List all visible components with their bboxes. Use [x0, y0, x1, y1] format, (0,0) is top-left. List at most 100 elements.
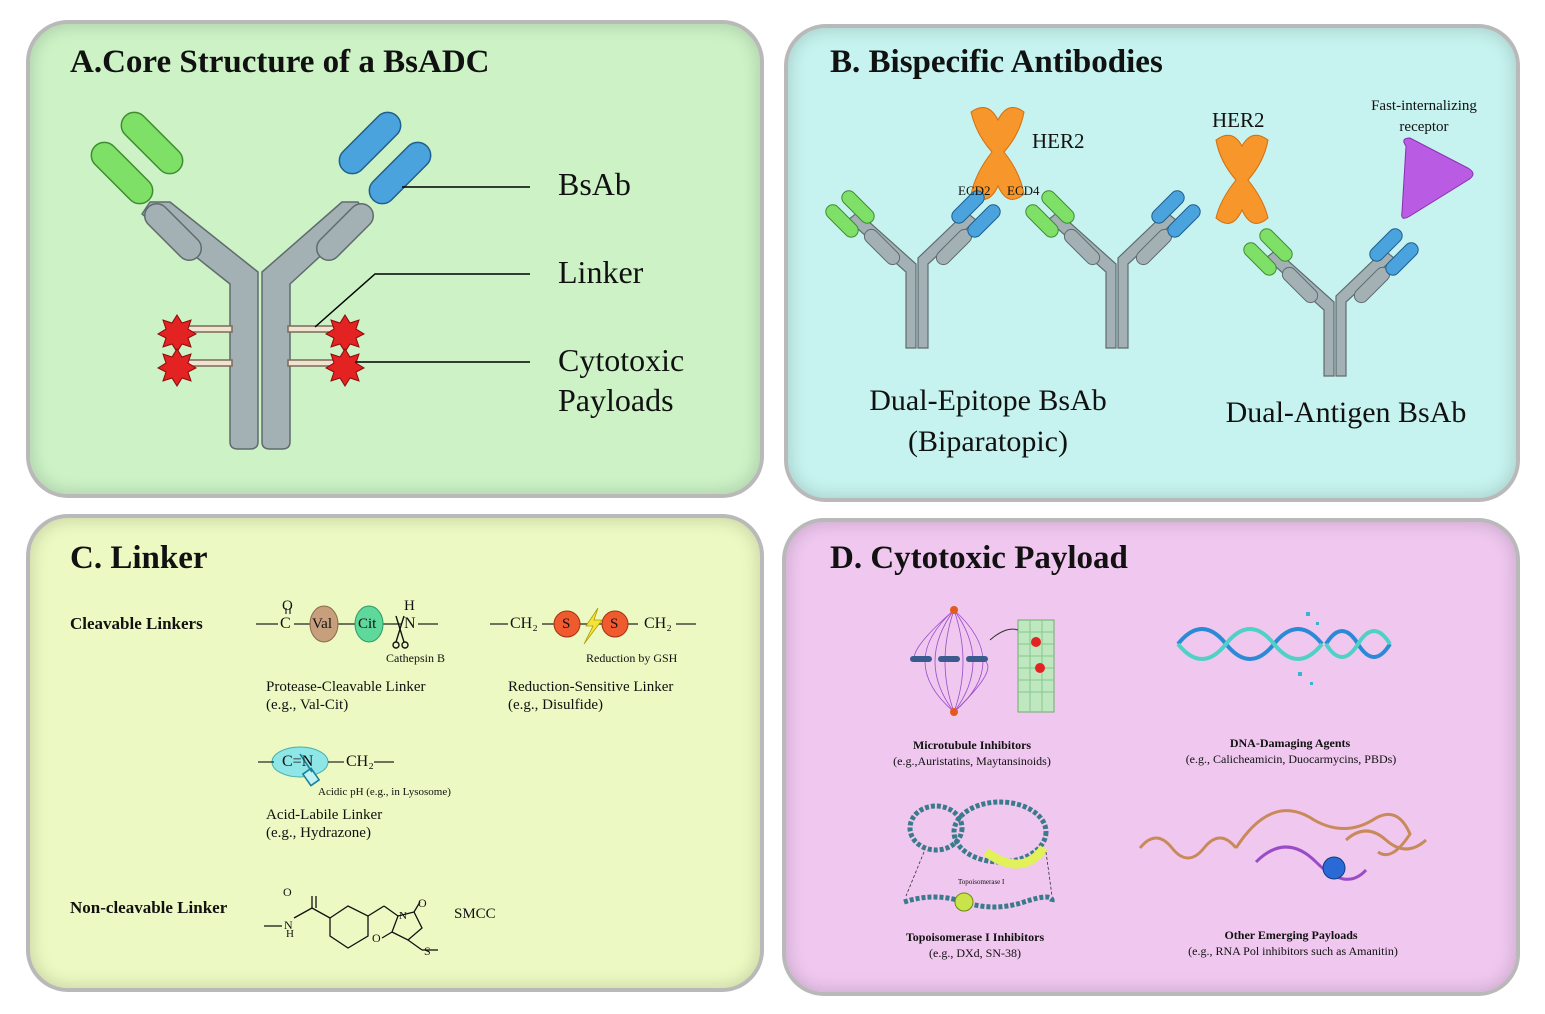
biparatopic-label: (Biparatopic)	[908, 425, 1068, 458]
reduction-linker-example: (e.g., Disulfide)	[508, 697, 603, 713]
smcc-n-ring: N	[399, 910, 407, 922]
left-heavy-chain	[141, 201, 259, 450]
payload-star	[324, 314, 366, 353]
sulfur-atom-2	[601, 610, 629, 638]
acidic-ph-label: Acidic pH (e.g., in Lysosome)	[318, 786, 451, 798]
receptor-label-line2: receptor	[1399, 119, 1449, 135]
her2-receptor-icon	[970, 107, 1025, 200]
panel-b-bispecific: B. Bispecific Antibodies	[784, 24, 1520, 502]
right-variable-heavy	[368, 141, 432, 205]
val-label: Val	[312, 616, 332, 632]
her2-label-left: HER2	[1032, 129, 1085, 153]
acid-linker-name: Acid-Labile Linker	[266, 807, 383, 823]
bsadc-antibody-diagram	[90, 111, 530, 450]
smcc-h: H	[286, 928, 294, 940]
acid-ch2: CH₂	[346, 753, 374, 770]
acid-linker-example: (e.g., Hydrazone)	[266, 825, 371, 841]
sulfur-atom-1	[553, 610, 581, 638]
ecd2-label: ECD2	[958, 183, 991, 198]
smcc-structure	[264, 896, 438, 951]
receptor-label-line1: Fast-internalizing	[1371, 98, 1477, 114]
cathepsin-b-label: Cathepsin B	[386, 651, 445, 665]
payload-star	[156, 314, 198, 353]
protease-linker-name: Protease-Cleavable Linker	[266, 679, 426, 695]
acid-cleavage-icon	[299, 753, 321, 787]
amide-h: H	[404, 598, 415, 614]
smcc-s: S	[424, 944, 431, 958]
bsab-label: BsAb	[558, 166, 631, 202]
dual-antigen-antibody	[1243, 228, 1419, 377]
topoisomerase-label: Topoisomerase I	[958, 878, 1005, 886]
carbonyl-o: O	[282, 598, 293, 614]
rna-polymerase-icon	[1138, 809, 1428, 881]
amanitin-icon	[1322, 856, 1346, 880]
ecd4-label: ECD4	[1007, 183, 1040, 198]
payload-star	[156, 348, 198, 387]
scissors-icon	[392, 615, 409, 649]
dual-antigen-label: Dual-Antigen BsAb	[1225, 396, 1467, 429]
cleavable-linkers-label: Cleavable Linkers	[70, 614, 203, 633]
ch2-left: CH₂	[510, 615, 538, 632]
dna-damaging-example: (e.g., Calicheamicin, Duocarmycins, PBDs…	[1185, 752, 1397, 766]
smcc-o3: O	[372, 931, 381, 945]
her2-label-right: HER2	[1212, 108, 1265, 132]
fast-internalizing-receptor-icon	[1401, 137, 1474, 219]
left-light-chain-constant	[143, 202, 203, 262]
right-variable-light	[338, 111, 402, 175]
linker-label: Linker	[558, 254, 644, 290]
panel-b-title: B. Bispecific Antibodies	[830, 44, 1163, 80]
sulfur-1-label: S	[562, 616, 571, 632]
chromosome	[938, 656, 960, 662]
other-payloads-example: (e.g., RNA Pol inhibitors such as Amanit…	[1188, 944, 1398, 958]
bispecific-diagram	[825, 107, 1474, 377]
linker-callout-line	[314, 273, 530, 328]
chromosome	[910, 656, 932, 662]
carbon-c: C	[280, 615, 291, 632]
dna-damaging-name: DNA-Damaging Agents	[1229, 736, 1351, 750]
smcc-n-amide: N	[284, 918, 293, 932]
payload-label-line1: Cytotoxic	[558, 342, 685, 378]
left-variable-heavy	[90, 141, 154, 205]
dual-epitope-label: Dual-Epitope BsAb	[869, 384, 1107, 417]
linker-chemistry-diagram	[256, 605, 696, 951]
protease-linker-example: (e.g., Val-Cit)	[266, 697, 349, 713]
payload-illustrations	[903, 606, 1428, 912]
panel-d-payload: D. Cytotoxic Payload	[782, 518, 1520, 996]
smcc-o2: O	[418, 896, 427, 910]
smcc-o1: O	[283, 885, 292, 899]
topo-inhibitors-example: (e.g., DXd, SN-38)	[929, 946, 1021, 960]
panel-c-linker: C. Linker Cleavable Linkers Non-cleavabl…	[26, 514, 764, 992]
payload-label-line2: Payloads	[558, 382, 674, 418]
lightning-icon	[583, 607, 603, 645]
right-light-chain-constant	[315, 202, 375, 262]
other-payloads-name: Other Emerging Payloads	[1224, 928, 1358, 942]
topoisomerase-enzyme-icon	[954, 892, 974, 912]
reduction-linker-name: Reduction-Sensitive Linker	[508, 679, 674, 695]
hydrazone-cn: C=N	[282, 753, 314, 770]
panel-a-core-structure: A.Core Structure of a BsADC	[26, 20, 764, 498]
dual-epitope-antibody-left	[825, 190, 1001, 349]
left-variable-light	[120, 111, 184, 175]
cit-label: Cit	[358, 616, 377, 632]
noncleavable-linker-label: Non-cleavable Linker	[70, 898, 228, 917]
smcc-label: SMCC	[454, 906, 496, 922]
panel-c-title: C. Linker	[70, 540, 208, 576]
her2-receptor-icon	[1215, 134, 1269, 224]
sulfur-2-label: S	[610, 616, 619, 632]
payload-star	[324, 348, 366, 387]
supercoiled-dna-icon	[907, 799, 1049, 865]
panel-a-title: A.Core Structure of a BsADC	[70, 44, 490, 80]
amide-n: N	[404, 615, 416, 632]
microtubule-inhibitors-name: Microtubule Inhibitors	[912, 738, 1032, 752]
right-heavy-chain	[261, 201, 367, 450]
cit-residue	[354, 605, 384, 643]
topo-inhibitors-name: Topoisomerase I Inhibitors	[905, 930, 1045, 944]
ch2-right: CH₂	[644, 615, 672, 632]
microtubule-inhibitors-example: (e.g.,Auristatins, Maytansinoids)	[893, 754, 1051, 768]
panel-d-title: D. Cytotoxic Payload	[830, 540, 1128, 576]
dual-epitope-antibody-right	[1025, 190, 1201, 349]
gsh-label: Reduction by GSH	[586, 651, 678, 665]
dna-helix-icon	[1176, 627, 1392, 661]
microtubule-icon	[1017, 619, 1055, 713]
chromosome	[966, 656, 988, 662]
